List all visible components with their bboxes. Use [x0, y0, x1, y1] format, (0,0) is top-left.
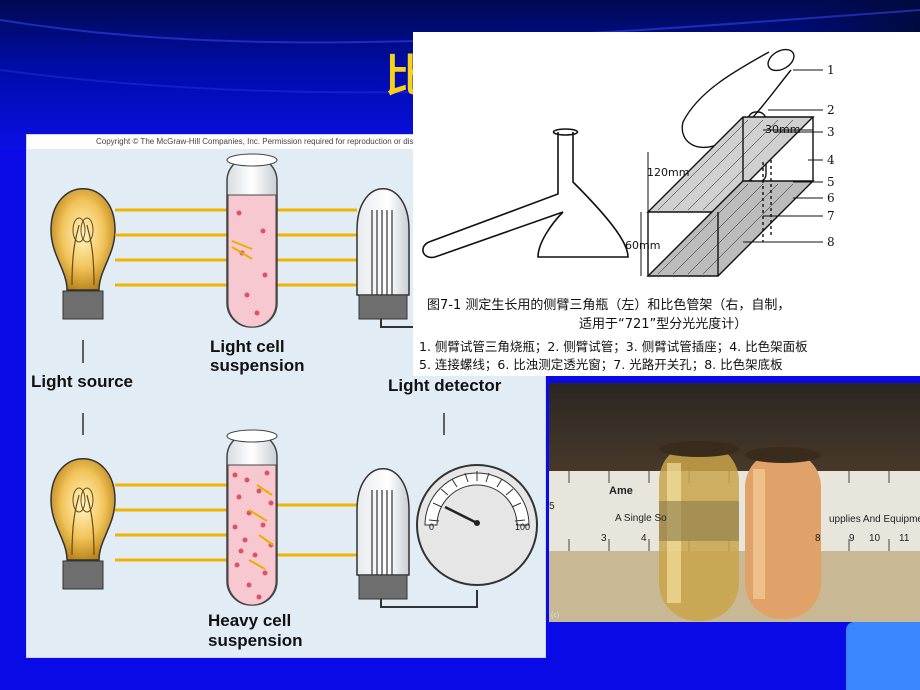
apparatus-figure: 30mm 120mm 60mm 1 2 3 4 5 6 7 8 图7-1 测定生… — [413, 32, 920, 376]
label-heavy-cell-suspension: suspension — [208, 631, 303, 650]
callout-3: 3 — [827, 125, 835, 139]
ruler-tagline-end: upplies And Equipment — [829, 514, 920, 525]
gauge-max-label: 100 — [515, 522, 531, 532]
tubes-photo: Ame A Single So upplies And Equipment 3 … — [549, 383, 920, 622]
caption-line-1: 图7-1 测定生长用的侧臂三角瓶（左）和比色管架（右，自制， — [427, 298, 791, 313]
dim-60mm: 60mm — [625, 239, 661, 252]
callout-1: 1 — [827, 63, 835, 77]
turbidity-diagram-art — [27, 135, 545, 608]
copyright-notice: Copyright © The McGraw-Hill Companies, I… — [96, 137, 430, 146]
photo-corner-mark: (c) — [551, 612, 560, 619]
dimension-lines — [640, 69, 823, 276]
legend-line-2: 5. 连接螺线；6. 比浊测定透光窗；7. 光路开关孔；8. 比色架底板 — [419, 357, 783, 372]
caption-line-2: 适用于“721”型分光光度计） — [579, 317, 748, 332]
meter-gauge — [416, 464, 538, 586]
ruler-number-9: 9 — [849, 533, 855, 544]
dim-120mm: 120mm — [647, 166, 690, 179]
label-heavy-cell: Heavy cell — [208, 611, 292, 630]
ruler-number-10: 10 — [869, 533, 881, 544]
side-arm-flask — [422, 128, 629, 259]
ruler-number-8: 8 — [815, 533, 821, 544]
slide-corner-accent — [846, 622, 920, 690]
gauge-min-label: 0 — [429, 522, 435, 532]
legend-line-1: 1. 侧臂试管三角烧瓶；2. 侧臂试管；3. 侧臂试管插座；4. 比色架面板 — [419, 339, 808, 354]
ruler-number-5: 5 — [549, 501, 555, 512]
bottom-bulb — [50, 458, 116, 590]
callout-4: 4 — [827, 153, 835, 167]
ruler-number-3: 3 — [601, 533, 607, 544]
label-light-source: Light source — [31, 372, 134, 391]
clear-tube — [659, 441, 739, 621]
top-bulb — [50, 188, 116, 320]
light-cell-tube — [226, 153, 278, 328]
callout-6: 6 — [827, 191, 835, 205]
apparatus-drawing — [422, 48, 823, 277]
colorimeter-rack — [646, 48, 815, 277]
callout-2: 2 — [827, 103, 835, 117]
ruler-number-4: 4 — [641, 533, 647, 544]
label-light-cell: Light cell — [210, 337, 285, 356]
callout-7: 7 — [827, 209, 835, 223]
heavy-cell-tube — [226, 429, 278, 606]
ruler-number-11: 11 — [899, 533, 910, 544]
label-light-detector: Light detector — [388, 376, 502, 395]
callout-8: 8 — [827, 235, 835, 249]
dim-30mm: 30mm — [765, 123, 801, 136]
top-light-detector — [356, 188, 417, 328]
rack-hatching — [657, 119, 794, 275]
bottom-light-detector — [356, 468, 478, 608]
turbid-tube — [745, 447, 821, 619]
tubes-photo-art — [549, 441, 920, 622]
ruler-brand: Ame — [609, 485, 633, 497]
label-light-cell-suspension: suspension — [210, 356, 305, 375]
ruler-tagline: A Single So — [615, 513, 667, 524]
callout-5: 5 — [827, 175, 835, 189]
